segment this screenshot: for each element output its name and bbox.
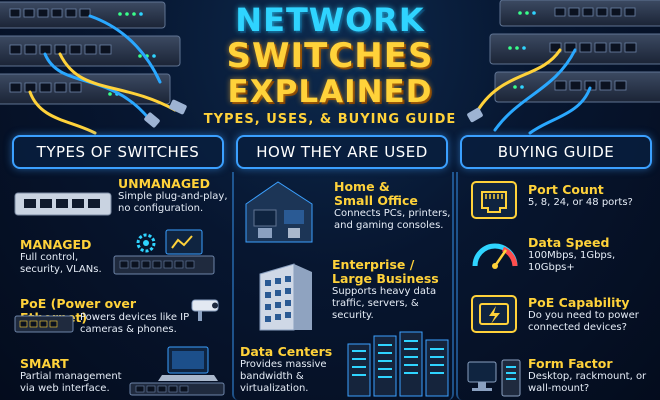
- port-count-desc: 5, 8, 24, or 48 ports?: [528, 197, 633, 208]
- unmanaged-desc: Simple plug-and-play, no configuration.: [118, 191, 228, 214]
- monitor-icon: [165, 229, 203, 255]
- house-icon: [245, 181, 313, 243]
- title-line-network: NETWORK: [235, 1, 425, 39]
- gear-icon: [136, 233, 156, 253]
- unmanaged-title: UNMANAGED: [118, 176, 211, 191]
- unmanaged-switch-icon: [14, 192, 112, 216]
- uses-header: HOW THEY ARE USED: [236, 135, 448, 169]
- home-office-desc: Connects PCs, printers, and gaming conso…: [334, 208, 451, 231]
- poe-type-desc-wrap: Powers devices like IP cameras & phones.: [80, 312, 190, 336]
- unmanaged-item: UNMANAGED Simple plug-and-play, no confi…: [118, 177, 233, 215]
- data-centers-item: Data Centers Provides massive bandwidth …: [240, 345, 340, 395]
- poe-port-icon: [471, 295, 517, 333]
- buying-header: BUYING GUIDE: [460, 135, 652, 169]
- data-centers-title: Data Centers: [240, 344, 333, 359]
- subtitle: TYPES, USES, & BUYING GUIDE: [203, 112, 457, 127]
- title-line-explained: EXPLAINED: [227, 74, 433, 110]
- laptop-icon: [129, 346, 225, 396]
- form-factor-item: Form Factor Desktop, rackmount, or wall-…: [528, 357, 654, 395]
- poe-type-desc: Powers devices like IP cameras & phones.: [80, 312, 190, 335]
- port-count-title: Port Count: [528, 182, 604, 197]
- managed-desc: Full control, security, VLANs.: [20, 252, 102, 275]
- office-building-icon: [259, 263, 312, 331]
- data-centers-desc: Provides massive bandwidth & virtualizat…: [240, 359, 327, 394]
- title-line-switches: SWITCHES: [226, 36, 434, 76]
- server-rack-icon: [347, 331, 449, 397]
- enterprise-title-line1: Enterprise /: [332, 257, 415, 272]
- enterprise-item: Enterprise / Large Business Supports hea…: [332, 258, 456, 322]
- enterprise-title-line2: Large Business: [332, 271, 439, 286]
- home-office-item: Home & Small Office Connects PCs, printe…: [334, 180, 456, 232]
- uses-panel: [232, 172, 454, 400]
- poe-capability-title: PoE Capability: [528, 295, 630, 310]
- managed-title: MANAGED: [20, 237, 92, 252]
- port-count-item: Port Count 5, 8, 24, or 48 ports?: [528, 183, 654, 209]
- smart-title: SMART: [20, 356, 69, 371]
- poe-capability-item: PoE Capability Do you need to power conn…: [528, 296, 654, 334]
- form-factor-title: Form Factor: [528, 356, 613, 371]
- smart-desc: Partial management via web interface.: [20, 371, 122, 394]
- home-office-title-line1: Home &: [334, 179, 390, 194]
- home-office-title-line2: Small Office: [334, 193, 418, 208]
- enterprise-desc: Supports heavy data traffic, servers, & …: [332, 286, 437, 321]
- buying-panel: [456, 172, 656, 400]
- title-block: NETWORK SWITCHES EXPLAINED TYPES, USES, …: [170, 2, 490, 127]
- hero-switch-stack-left-icon: [0, 1, 187, 135]
- ethernet-port-icon: [471, 181, 517, 219]
- poe-switch-icon: [14, 315, 74, 333]
- poe-capability-desc: Do you need to power connected devices?: [528, 310, 639, 333]
- form-factor-desc: Desktop, rackmount, or wall-mount?: [528, 371, 647, 394]
- managed-item: MANAGED Full control, security, VLANs.: [20, 238, 115, 276]
- speedometer-icon: [472, 243, 518, 269]
- smart-item: SMART Partial management via web interfa…: [20, 357, 125, 395]
- security-camera-icon: [191, 299, 219, 321]
- desktop-computer-icon: [467, 359, 521, 397]
- managed-switch-icon: [113, 229, 215, 275]
- types-header: TYPES OF SWITCHES: [12, 135, 224, 169]
- data-speed-item: Data Speed 100Mbps, 1Gbps, 10Gbps+: [528, 236, 654, 274]
- data-speed-desc: 100Mbps, 1Gbps, 10Gbps+: [528, 250, 616, 273]
- data-speed-title: Data Speed: [528, 235, 610, 250]
- hero-switch-stack-right-icon: [467, 0, 660, 135]
